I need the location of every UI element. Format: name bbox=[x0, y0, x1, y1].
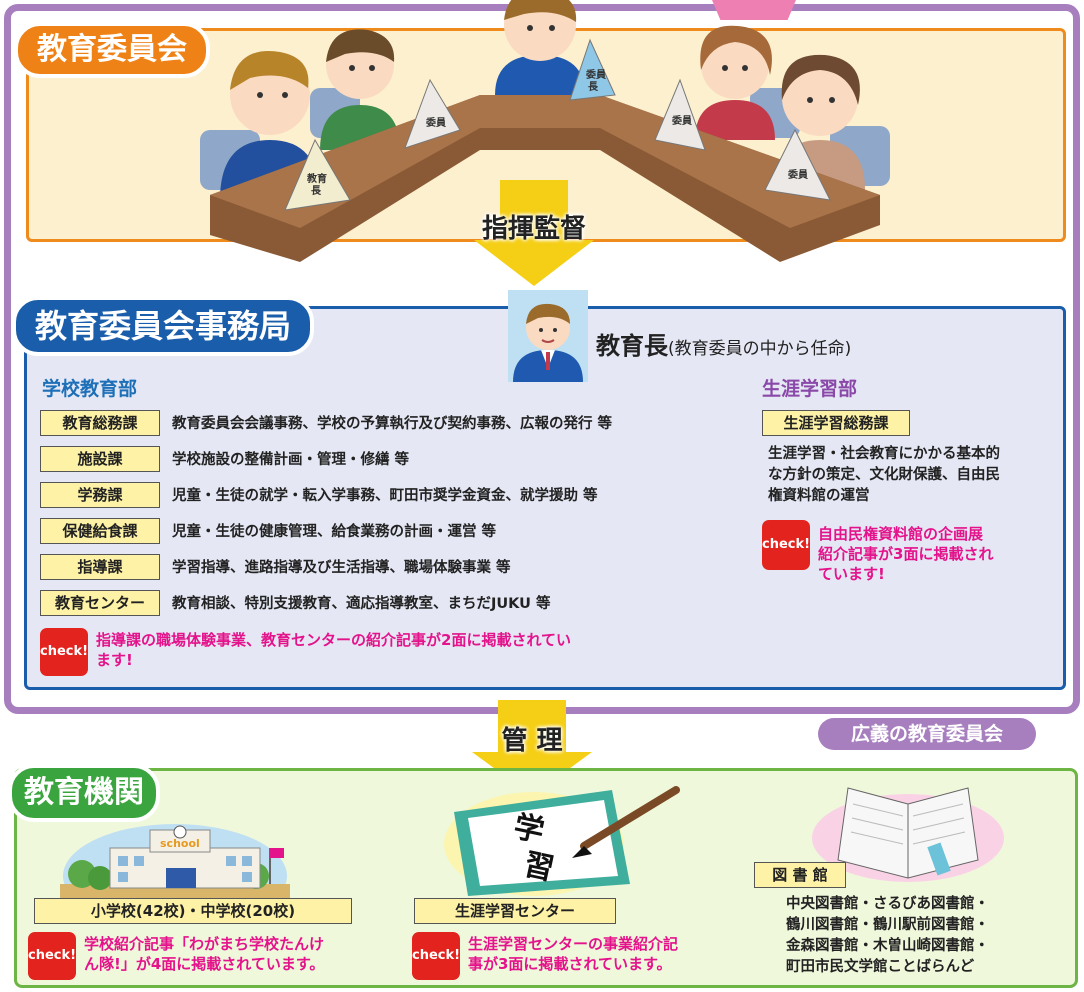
section-desc: 児童・生徒の就学・転入学事務、町田市奨学金資金、就学援助 等 bbox=[172, 488, 598, 504]
lifelong-section-label: 生涯学習総務課 bbox=[762, 410, 910, 436]
section-label: 保健給食課 bbox=[40, 518, 160, 544]
library-label: 図 書 館 bbox=[754, 862, 846, 888]
check-line: 自由民権資料館の企画展 bbox=[818, 525, 984, 543]
desc-line: 生涯学習・社会教育にかかる基本的 bbox=[768, 446, 1000, 462]
check-line: ます! bbox=[96, 651, 133, 669]
check-line: 指導課の職場体験事業、教育センターの紹介記事が2面に掲載されてい bbox=[96, 631, 571, 649]
check-badge: check! bbox=[762, 520, 810, 570]
check-line: 紹介記事が3面に掲載され bbox=[818, 545, 994, 563]
calligraphy-char-1: 学 bbox=[511, 809, 548, 849]
management-arrow-label: 管 理 bbox=[501, 726, 563, 756]
calligraphy-illustration: 学 習 bbox=[444, 786, 680, 896]
check-badge: check! bbox=[28, 932, 76, 980]
member-placard-text-1: 委員 bbox=[425, 116, 446, 129]
school-dept-heading: 学校教育部 bbox=[42, 378, 138, 400]
school-sign-text: school bbox=[160, 837, 200, 850]
section-label: 指導課 bbox=[40, 554, 160, 580]
section-desc: 学校施設の整備計画・管理・修繕 等 bbox=[172, 452, 410, 468]
library-line: 中央図書館・さるびあ図書館・ bbox=[786, 896, 989, 912]
superintendent-portrait bbox=[508, 290, 588, 382]
library-line: 鶴川図書館・鶴川駅前図書館・ bbox=[786, 917, 989, 933]
broad-board-label: 広義の教育委員会 bbox=[818, 718, 1036, 750]
section-desc: 学習指導、進路指導及び生活指導、職場体験事業 等 bbox=[172, 560, 511, 576]
check-line: 生涯学習センターの事業紹介記 bbox=[468, 935, 679, 953]
check-line: ん隊!」が4面に掲載されています。 bbox=[84, 955, 325, 973]
section-label: 学務課 bbox=[40, 482, 160, 508]
superintendent-placard-text-2: 長 bbox=[311, 185, 322, 197]
center-check-text: 生涯学習センターの事業紹介記 事が3面に掲載されています。 bbox=[468, 934, 758, 974]
section-desc: 教育委員会会議事務、学校の予算執行及び契約事務、広報の発行 等 bbox=[172, 416, 613, 432]
section-label: 施設課 bbox=[40, 446, 160, 472]
school-dept-check-text: 指導課の職場体験事業、教育センターの紹介記事が2面に掲載されてい ます! bbox=[96, 630, 716, 670]
office-title: 教育委員会事務局 bbox=[12, 296, 314, 356]
direction-arrow: 指揮監督 bbox=[474, 180, 594, 286]
superintendent-caption: 教育長(教育委員の中から任命) bbox=[596, 326, 851, 361]
member-placard-text-2: 委員 bbox=[671, 114, 692, 127]
lifelong-dept-check-text: 自由民権資料館の企画展 紹介記事が3面に掲載され ています! bbox=[818, 524, 1058, 584]
section-desc: 教育相談、特別支援教育、適応指導教室、まちだJUKU 等 bbox=[172, 596, 551, 612]
section-desc: 児童・生徒の健康管理、給食業務の計画・運営 等 bbox=[172, 524, 497, 540]
board-meeting-illustration: 教育 長 委員 委員 長 委員 委員 bbox=[200, 0, 890, 262]
check-line: 事が3面に掲載されています。 bbox=[468, 955, 672, 973]
lifelong-section-desc: 生涯学習・社会教育にかかる基本的 な方針の策定、文化財保護、自由民 権資料館の運… bbox=[768, 444, 1058, 507]
check-line: ています! bbox=[818, 565, 885, 583]
calligraphy-char-2: 習 bbox=[521, 847, 558, 887]
schools-check-text: 学校紹介記事「わがまち学校たんけ ん隊!」が4面に掲載されています。 bbox=[84, 934, 374, 974]
member-placard-text-3: 委員 bbox=[787, 168, 808, 181]
desc-line: な方針の策定、文化財保護、自由民 bbox=[768, 467, 1000, 483]
library-line: 町田市民文学館ことばらんど bbox=[786, 959, 975, 975]
lifelong-dept-heading: 生涯学習部 bbox=[762, 378, 858, 400]
check-line: 学校紹介記事「わがまち学校たんけ bbox=[84, 935, 325, 953]
desc-line: 権資料館の運営 bbox=[768, 488, 870, 504]
chair-placard-text-2: 長 bbox=[588, 81, 599, 93]
chair-placard-text-1: 委員 bbox=[585, 68, 606, 81]
school-building-illustration: school bbox=[60, 824, 290, 900]
section-label: 教育総務課 bbox=[40, 410, 160, 436]
superintendent-title: 教育長 bbox=[596, 332, 668, 360]
direction-arrow-label: 指揮監督 bbox=[481, 214, 586, 244]
library-line: 金森図書館・木曽山崎図書館・ bbox=[786, 938, 989, 954]
check-badge: check! bbox=[40, 628, 88, 676]
board-title: 教育委員会 bbox=[14, 22, 210, 78]
section-label: 教育センター bbox=[40, 590, 160, 616]
superintendent-note: (教育委員の中から任命) bbox=[668, 339, 852, 359]
library-list: 中央図書館・さるびあ図書館・ 鶴川図書館・鶴川駅前図書館・ 金森図書館・木曽山崎… bbox=[786, 894, 1076, 978]
center-label: 生涯学習センター bbox=[414, 898, 616, 924]
check-badge: check! bbox=[412, 932, 460, 980]
schools-label: 小学校(42校)・中学校(20校) bbox=[34, 898, 352, 924]
superintendent-placard-text-1: 教育 bbox=[306, 172, 327, 185]
institutions-title: 教育機関 bbox=[8, 764, 160, 822]
open-book-illustration bbox=[812, 787, 1004, 882]
top-tab-decoration bbox=[712, 0, 796, 20]
